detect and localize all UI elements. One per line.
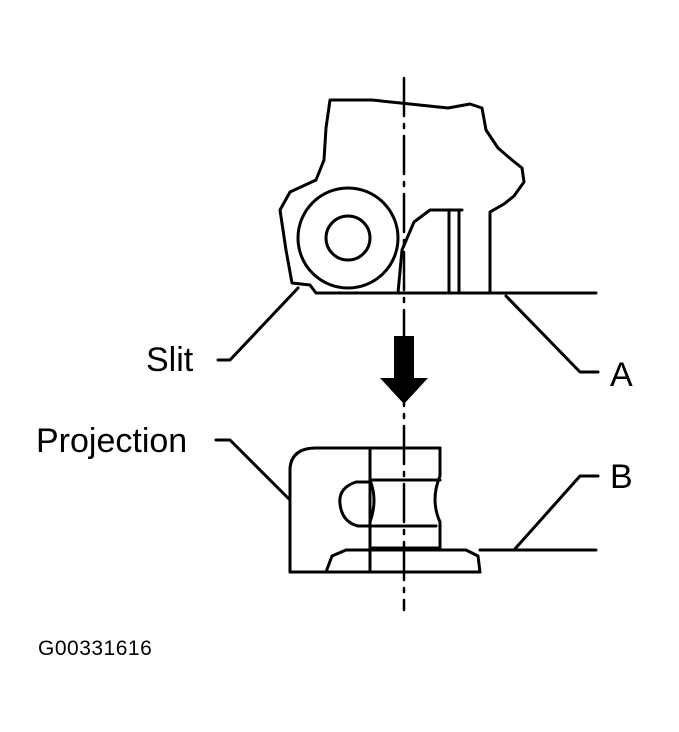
part-b-head-left: [368, 478, 376, 524]
a-label: A: [610, 356, 633, 394]
part-b-head-right: [433, 446, 442, 552]
projection-leader: [214, 438, 292, 502]
pivot-inner-circle: [324, 214, 372, 262]
a-leader: [504, 294, 600, 374]
figure-id: G00331616: [38, 637, 153, 660]
part-b-projection-bump: [338, 480, 374, 528]
projection-label: Projection: [36, 422, 188, 460]
b-leader: [512, 474, 600, 552]
slit-label: Slit: [146, 341, 194, 379]
slit-leader: [216, 286, 300, 362]
part-b-body: [288, 446, 372, 574]
b-label: B: [610, 458, 633, 496]
part-a-body: [278, 98, 526, 295]
pivot-outer-circle: [296, 186, 400, 290]
part-a-step: [396, 208, 464, 295]
down-arrow: [380, 336, 428, 404]
